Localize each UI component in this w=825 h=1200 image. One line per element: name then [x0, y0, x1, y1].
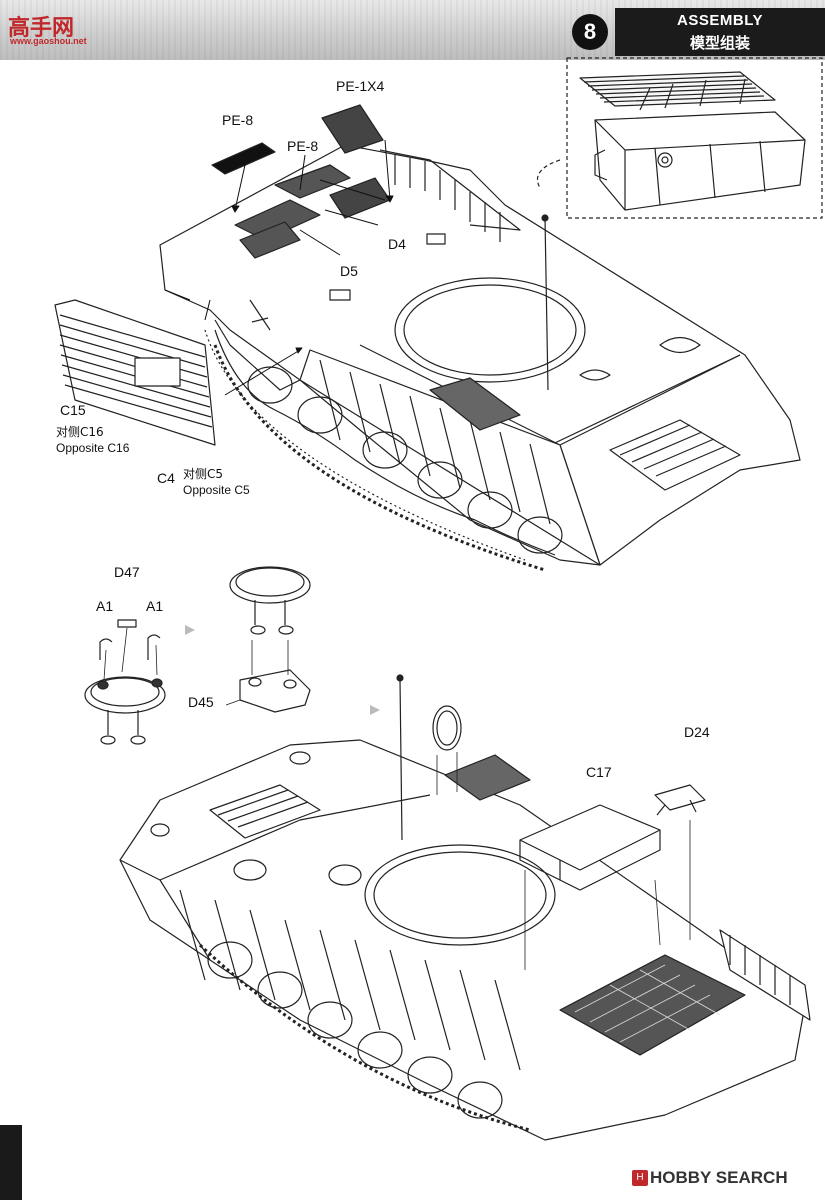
page-corner-bar: [0, 1125, 22, 1200]
watermark-logo-top-text: 高手网: [8, 16, 75, 41]
callout-c15-opposite-zh: 对侧C16: [56, 425, 104, 439]
callout-d4: D4: [388, 236, 406, 252]
hatch-subassembly: [84, 566, 311, 745]
inset-grille: [579, 71, 776, 107]
rear-deck-grilles: [559, 954, 746, 1056]
watermark-logo-top-url: www.gaoshou.net: [10, 36, 87, 46]
callout-c15: C15: [60, 402, 86, 418]
callout-c17: C17: [586, 764, 612, 780]
step-title-zh: 模型组装: [689, 34, 750, 52]
callout-d24: D24: [684, 724, 710, 740]
callout-a1-right: A1: [146, 598, 164, 614]
d24-part: [654, 784, 706, 811]
callout-d5: D5: [340, 263, 358, 279]
side-grille-c15: [54, 299, 216, 446]
callout-pe-1x4: PE-1X4: [336, 78, 385, 94]
watermark-logo-top: 高手网 www.gaoshou.net: [4, 6, 87, 46]
callout-d45: D45: [188, 694, 214, 710]
callout-pe-8-b: PE-8: [287, 138, 319, 154]
step-number-badge: 8: [572, 14, 608, 50]
callout-c15-opposite-en: Opposite C16: [56, 441, 130, 455]
watermark-logo-bottom-icon: H: [632, 1170, 648, 1186]
callout-c4-opposite-zh: 对侧C5: [183, 467, 224, 481]
pe-1x4-part: [321, 104, 384, 154]
upper-road-wheels: [204, 329, 563, 572]
engine-deck-grilles: [234, 164, 391, 259]
pe-8-part: [211, 142, 276, 175]
lower-hull: [119, 674, 811, 1141]
callout-c4: C4: [157, 470, 175, 486]
step-title-en: ASSEMBLY: [677, 12, 763, 29]
upper-hull: [159, 104, 801, 572]
callout-d47: D47: [114, 564, 140, 580]
step-title-box: [615, 8, 825, 56]
callout-c4-opposite-en: Opposite C5: [183, 483, 250, 497]
lower-road-wheels: [198, 941, 531, 1132]
detail-inset: [536, 57, 823, 219]
callout-a1-left: A1: [96, 598, 114, 614]
callout-pe-8-a: PE-8: [222, 112, 254, 128]
upper-arrows: [164, 139, 394, 396]
watermark-logo-bottom: HOBBY SEARCH: [650, 1168, 788, 1187]
